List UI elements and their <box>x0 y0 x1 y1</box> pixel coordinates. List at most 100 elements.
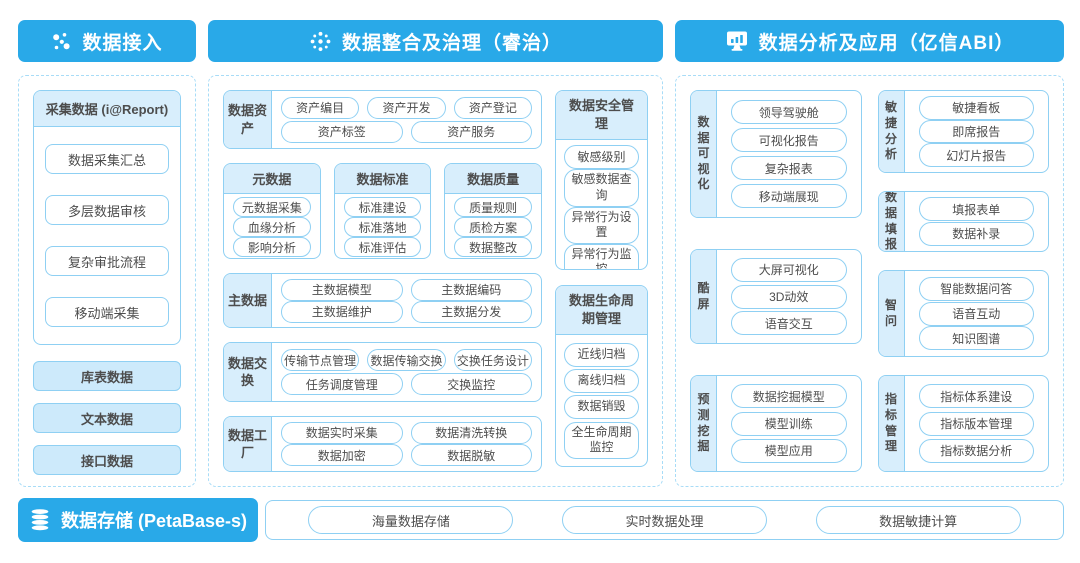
data-factory-row: 数据工厂 数据实时采集 数据清洗转换 数据加密 数据脱敏 <box>223 416 542 472</box>
diagram-node: 资产服务 <box>410 120 532 143</box>
cool-screen-block: 酷屏 大屏可视化 3D动效 语音交互 <box>690 249 862 344</box>
diagram-node: 文本数据 <box>33 403 181 433</box>
diagram-node: 3D动效 <box>731 284 847 309</box>
diagram-node: 复杂报表 <box>731 156 847 180</box>
diagram-node: 数据补录 <box>918 221 1034 246</box>
diagram-node: 多层数据审核 <box>45 195 169 225</box>
diagram-node: 敏捷看板 <box>918 96 1034 120</box>
data-asset-row: 数据资产 资产编目 资产开发 资产登记 资产标签 资产服务 <box>223 90 542 150</box>
diagram-node: 资产编目 <box>281 96 360 119</box>
diagram-node: 影响分析 <box>233 237 311 258</box>
category-label: 敏捷分析 <box>878 91 905 172</box>
section-data-storage: 数据存储 (PetaBase-s) 海量数据存储 实时数据处理 数据敏捷计算 <box>18 498 1064 542</box>
diagram-node: 资产登记 <box>453 96 532 119</box>
diagram-node: 离线归档 <box>564 368 639 393</box>
diagram-node: 数据实时采集 <box>281 421 403 444</box>
data-visualization-block: 数据可视化 领导驾驶舱 可视化报告 复杂报表 移动端展现 <box>690 90 862 218</box>
section-data-ingest: 数据接入 采集数据 (i@Report) 数据采集汇总 多层数据审核 复杂审批流… <box>18 20 196 487</box>
data-analysis-panel: 数据可视化 领导驾驶舱 可视化报告 复杂报表 移动端展现 酷屏 大屏可视化 3D… <box>675 75 1064 487</box>
diagram-node: 海量数据存储 <box>308 506 514 534</box>
category-label: 预测挖掘 <box>691 376 717 471</box>
database-icon <box>29 508 51 532</box>
diagram-node: 数据清洗转换 <box>410 421 532 444</box>
diagram-node: 指标版本管理 <box>918 411 1034 436</box>
diagram-node: 质量规则 <box>454 197 533 218</box>
section-title: 数据接入 <box>82 32 163 54</box>
diagram-node: 接口数据 <box>33 445 181 475</box>
diagram-node: 主数据模型 <box>281 278 403 301</box>
data-security-box: 数据安全管理 敏感级别 敏感数据查询 异常行为设置 异常行为监控 <box>555 90 648 270</box>
category-label: 酷屏 <box>691 250 717 343</box>
diagram-node: 异常行为设置 <box>564 206 639 244</box>
diagram-node: 数据整改 <box>454 237 533 258</box>
diagram-node: 智能数据问答 <box>918 276 1034 301</box>
diagram-node: 交换任务设计 <box>453 349 532 372</box>
category-label: 主数据 <box>224 274 272 328</box>
diagram-node: 幻灯片报告 <box>918 143 1034 168</box>
diagram-node: 异常行为监控 <box>564 243 639 269</box>
diagram-node: 语音互动 <box>918 301 1034 326</box>
diagram-node: 敏感数据查询 <box>564 169 639 207</box>
section-header-data-analysis: 数据分析及应用（亿信ABI） <box>675 20 1064 62</box>
diagram-node: 标准评估 <box>343 237 422 258</box>
diagram-node: 指标体系建设 <box>918 384 1034 409</box>
category-label: 数据可视化 <box>691 91 717 217</box>
data-storage-panel: 海量数据存储 实时数据处理 数据敏捷计算 <box>265 500 1064 540</box>
category-label: 数据安全管理 <box>556 91 647 141</box>
agile-analysis-block: 敏捷分析 敏捷看板 即席报告 幻灯片报告 <box>877 90 1049 173</box>
diagram-node: 敏感级别 <box>564 145 639 170</box>
diagram-node: 全生命周期监控 <box>564 421 639 459</box>
category-label: 数据工厂 <box>224 417 272 471</box>
metadata-standard-quality-row: 元数据 元数据采集 血缘分析 影响分析 数据标准 标准建设 标准落地 <box>223 163 543 260</box>
diagram-node: 血缘分析 <box>233 217 311 238</box>
data-exchange-row: 数据交换 传输节点管理 数据传输交换 交换任务设计 任务调度管理 交换监控 <box>223 342 542 403</box>
data-governance-panel: 数据资产 资产编目 资产开发 资产登记 资产标签 资产服务 <box>208 75 663 487</box>
diagram-node: 数据脱敏 <box>410 444 532 467</box>
collect-data-box-title: 采集数据 (i@Report) <box>34 91 180 127</box>
governance-main-column: 数据资产 资产编目 资产开发 资产登记 资产标签 资产服务 <box>223 90 543 472</box>
top-sections: 数据接入 采集数据 (i@Report) 数据采集汇总 多层数据审核 复杂审批流… <box>18 20 1064 487</box>
diagram-node: 移动端展现 <box>731 184 847 208</box>
diagram-node: 主数据编码 <box>410 278 532 301</box>
indicator-management-block: 指标管理 指标体系建设 指标版本管理 指标数据分析 <box>877 375 1049 472</box>
section-title: 数据整合及治理（睿治） <box>341 32 562 54</box>
monitor-chart-icon <box>725 30 749 52</box>
section-title: 数据分析及应用（亿信ABI） <box>758 32 1015 54</box>
diagram-node: 模型应用 <box>731 438 847 463</box>
diagram-node: 库表数据 <box>33 361 181 391</box>
category-label: 元数据 <box>224 164 320 195</box>
data-quality-box: 数据质量 质量规则 质检方案 数据整改 <box>444 163 543 260</box>
data-ingest-panel: 采集数据 (i@Report) 数据采集汇总 多层数据审核 复杂审批流程 移动端… <box>18 75 196 487</box>
category-label: 数据资产 <box>224 91 272 149</box>
diagram-node: 传输节点管理 <box>281 349 360 372</box>
data-standard-box: 数据标准 标准建设 标准落地 标准评估 <box>333 163 432 260</box>
diagram-node: 质检方案 <box>454 217 533 238</box>
section-title: 数据存储 (PetaBase-s) <box>60 511 248 531</box>
diagram-node: 移动端采集 <box>45 297 169 327</box>
collect-data-box: 采集数据 (i@Report) 数据采集汇总 多层数据审核 复杂审批流程 移动端… <box>33 90 181 345</box>
diagram-node: 标准落地 <box>343 217 422 238</box>
data-lifecycle-box: 数据生命周期管理 近线归档 离线归档 数据销毁 全生命周期监控 <box>555 285 648 467</box>
category-label: 数据生命周期管理 <box>556 286 647 336</box>
diagram-node: 资产开发 <box>367 96 446 119</box>
analysis-right-column: 敏捷分析 敏捷看板 即席报告 幻灯片报告 数据填报 填报表单 数据补录 <box>877 90 1049 472</box>
diagram-node: 指标数据分析 <box>918 438 1034 463</box>
diagram-node: 资产标签 <box>281 120 403 143</box>
category-label: 指标管理 <box>878 376 905 471</box>
diagram-node: 数据挖掘模型 <box>731 384 847 409</box>
diagram-node: 近线归档 <box>564 342 639 367</box>
metadata-box: 元数据 元数据采集 血缘分析 影响分析 <box>223 163 321 260</box>
diagram-node: 可视化报告 <box>731 128 847 152</box>
section-header-data-ingest: 数据接入 <box>18 20 196 62</box>
master-data-row: 主数据 主数据模型 主数据编码 主数据维护 主数据分发 <box>223 273 542 329</box>
diagram-node: 即席报告 <box>918 119 1034 144</box>
network-dots-icon <box>51 31 72 52</box>
category-label: 数据交换 <box>224 343 272 402</box>
diagram-node: 语音交互 <box>731 311 847 336</box>
diagram-node: 主数据维护 <box>281 300 403 323</box>
diagram-node: 知识图谱 <box>918 326 1034 351</box>
diagram-node: 大屏可视化 <box>731 257 847 282</box>
diagram-node: 元数据采集 <box>233 197 311 218</box>
section-header-data-governance: 数据整合及治理（睿治） <box>208 20 663 62</box>
